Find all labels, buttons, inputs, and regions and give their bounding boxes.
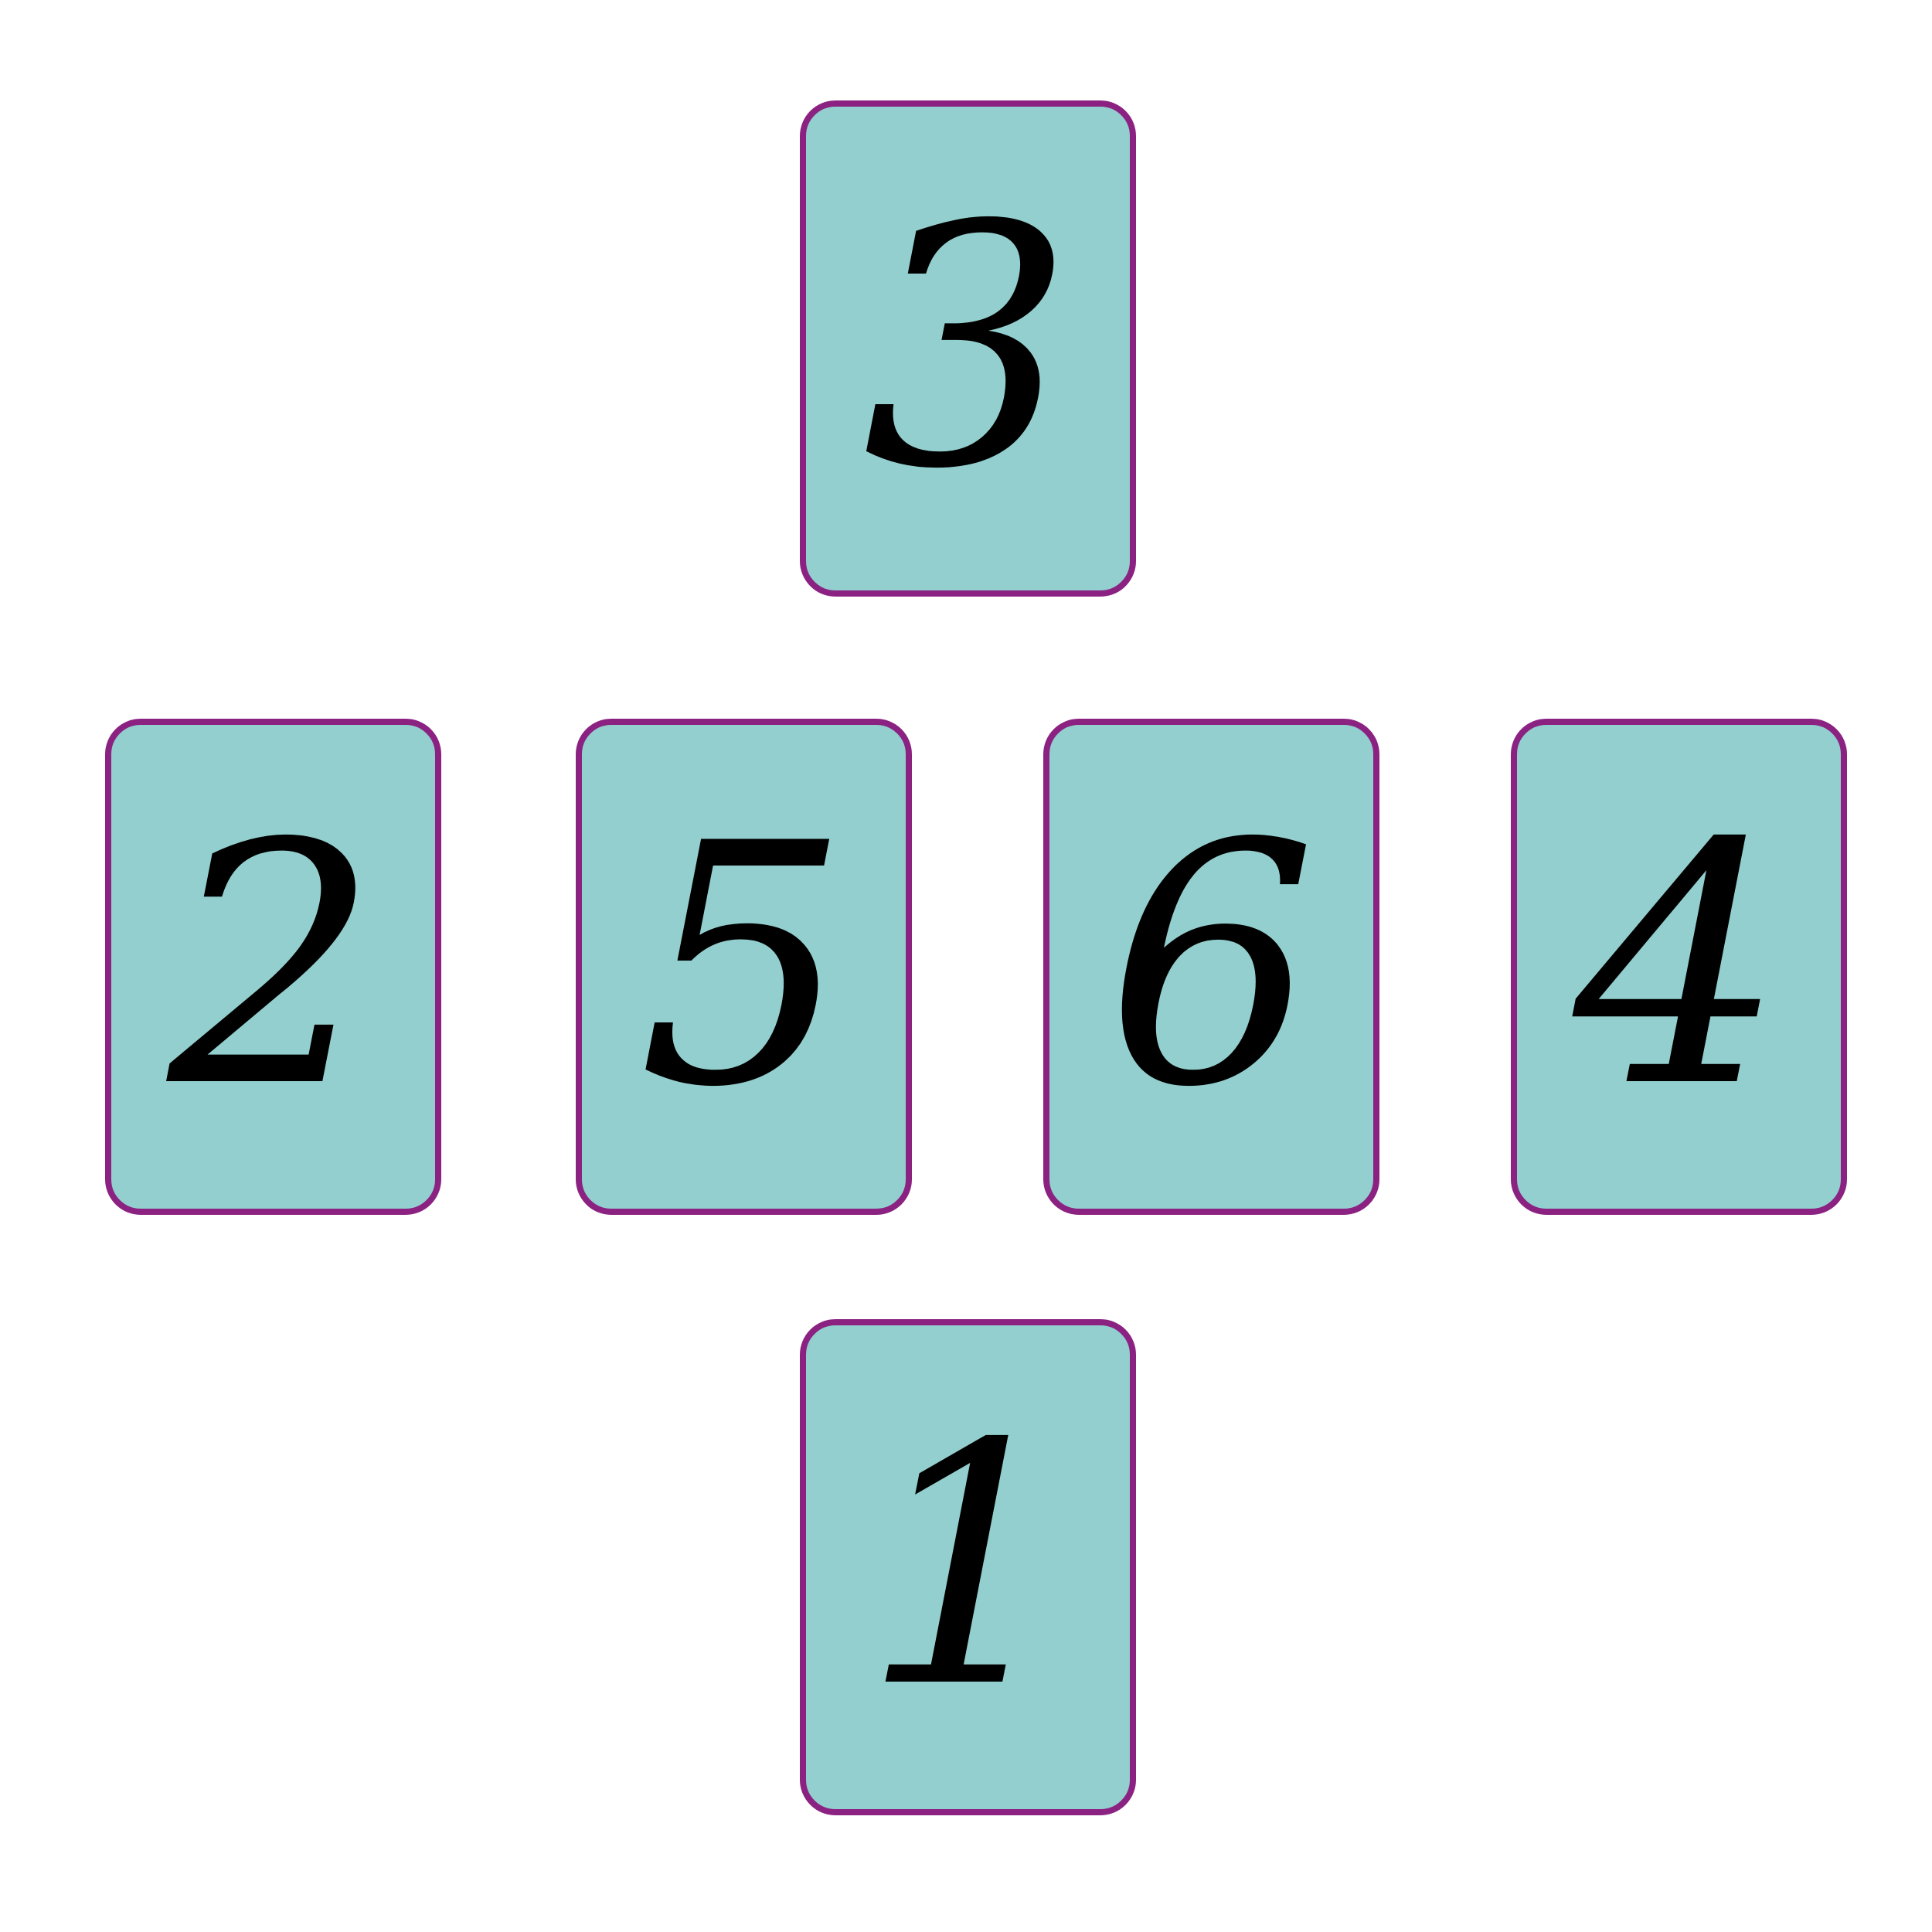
card-digit-label: 6	[1105, 774, 1318, 1160]
number-card-3[interactable]: 3	[800, 100, 1136, 597]
number-card-2[interactable]: 2	[105, 719, 441, 1215]
number-card-4[interactable]: 4	[1511, 719, 1847, 1215]
card-digit-label: 5	[638, 774, 850, 1160]
number-card-1[interactable]: 1	[800, 1319, 1136, 1815]
card-digit-label: 2	[167, 774, 379, 1160]
number-card-5[interactable]: 5	[576, 719, 912, 1215]
card-digit-label: 4	[1573, 774, 1785, 1160]
card-digit-label: 1	[862, 1374, 1074, 1760]
number-card-6[interactable]: 6	[1043, 719, 1379, 1215]
card-digit-label: 3	[862, 155, 1074, 542]
